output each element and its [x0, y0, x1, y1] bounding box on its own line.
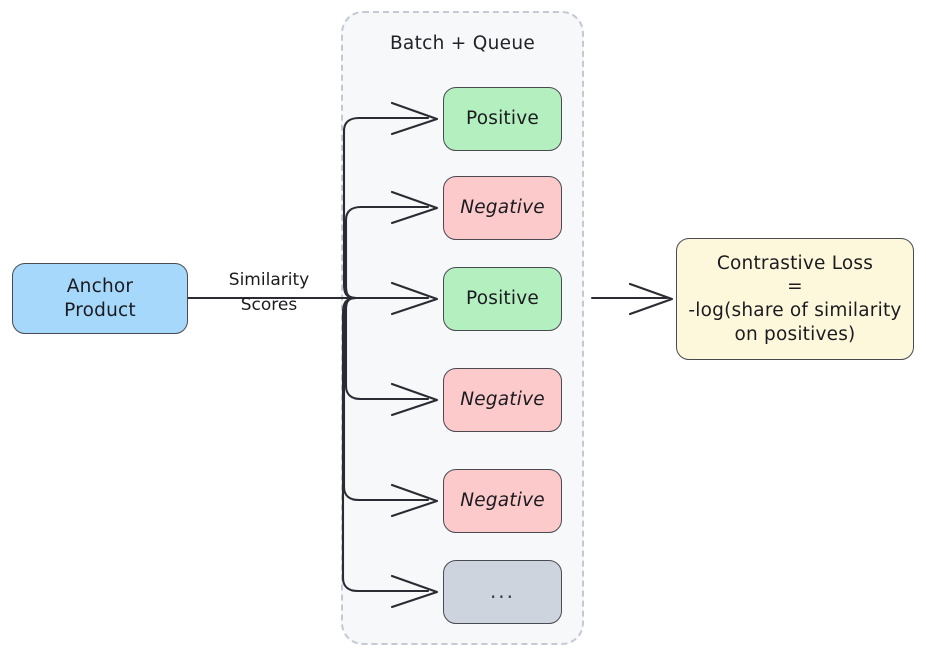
queue-item-ellipsis[interactable]: ...	[443, 560, 562, 624]
queue-item-positive-1[interactable]: Positive	[443, 87, 562, 151]
queue-item-positive-2[interactable]: Positive	[443, 267, 562, 331]
queue-item-label: ...	[489, 579, 516, 604]
contrastive-loss-label: Contrastive Loss = -log(share of similar…	[688, 252, 902, 345]
similarity-scores-label: Similarity Scores	[228, 270, 310, 315]
contrastive-loss-node[interactable]: Contrastive Loss = -log(share of similar…	[676, 238, 914, 360]
batch-queue-title: Batch + Queue	[389, 33, 536, 54]
queue-item-label: Positive	[466, 288, 539, 310]
anchor-product-node[interactable]: Anchor Product	[12, 263, 188, 334]
queue-item-negative-1[interactable]: Negative	[443, 176, 562, 240]
arrowhead-loss	[628, 282, 674, 316]
queue-item-label: Negative	[460, 490, 545, 512]
queue-item-label: Negative	[460, 389, 545, 411]
queue-item-negative-2[interactable]: Negative	[443, 368, 562, 432]
queue-item-negative-3[interactable]: Negative	[443, 469, 562, 533]
anchor-product-label: Anchor Product	[64, 275, 136, 321]
queue-item-label: Negative	[460, 197, 545, 219]
queue-item-label: Positive	[466, 108, 539, 130]
